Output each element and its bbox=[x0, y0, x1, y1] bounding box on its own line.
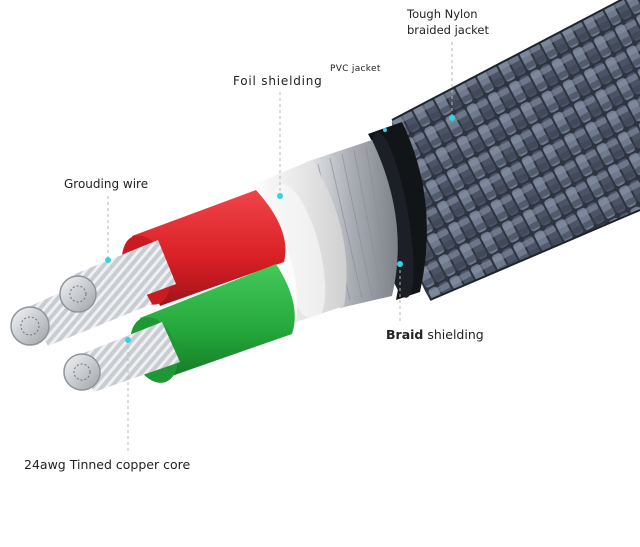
pointer-dot-braid bbox=[397, 261, 403, 267]
pointer-dot-core bbox=[125, 337, 131, 343]
label-nylon-line1: Tough Nylon bbox=[407, 7, 478, 21]
pointer-dot-grounding bbox=[105, 257, 111, 263]
pointer-dot-foil bbox=[277, 193, 283, 199]
label-braid-shielding: Braid shielding bbox=[386, 327, 484, 342]
braid-shielding bbox=[306, 140, 398, 308]
pointer-dot-nylon bbox=[449, 115, 455, 121]
label-pvc-jacket: PVC jacket bbox=[330, 64, 381, 74]
label-foil-shielding: Foil shielding bbox=[233, 74, 323, 88]
label-copper-core: 24awg Tinned copper core bbox=[24, 457, 190, 472]
nylon-braided-jacket bbox=[392, 0, 640, 300]
label-core-gauge: 24awg bbox=[24, 457, 66, 472]
label-core-rest: Tinned copper core bbox=[69, 457, 191, 472]
label-grounding-wire: Grouding wire bbox=[64, 177, 149, 191]
label-braid-bold: Braid bbox=[386, 327, 424, 342]
copper-core-lower bbox=[76, 322, 180, 392]
label-nylon-braided-jacket: Tough Nylon braided jacket bbox=[407, 6, 489, 38]
label-braid-rest: shielding bbox=[427, 327, 484, 342]
label-nylon-line2: braided jacket bbox=[407, 23, 489, 37]
green-wire-insulation bbox=[140, 264, 295, 378]
